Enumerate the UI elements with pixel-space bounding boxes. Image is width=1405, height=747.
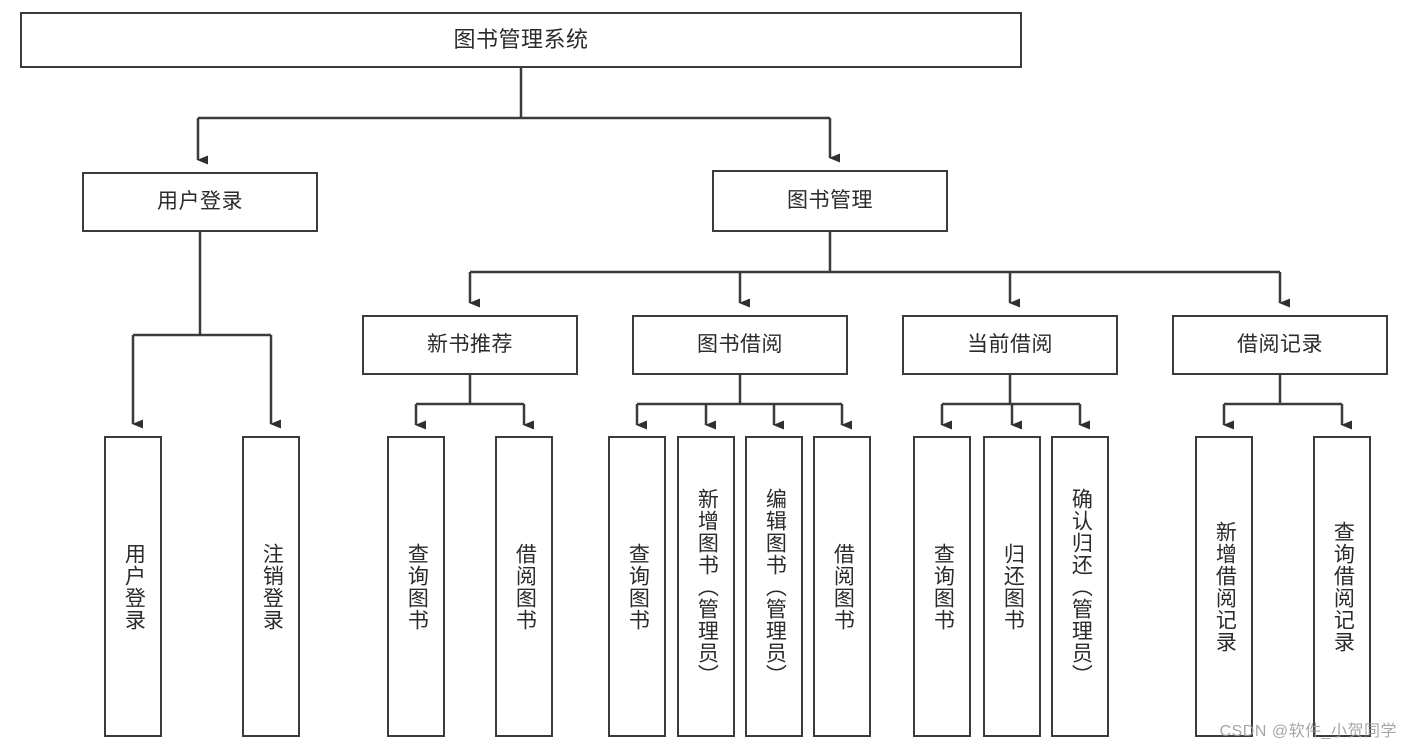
leaf-label: 新增图书（管理员）: [695, 487, 719, 686]
leaf-borrow-query-book[interactable]: 查询图书: [608, 436, 666, 737]
leaf-label: 查询图书: [626, 542, 650, 631]
leaf-current-return-book[interactable]: 归还图书: [983, 436, 1041, 737]
node-borrow-record[interactable]: 借阅记录: [1172, 315, 1388, 375]
node-root[interactable]: 图书管理系统: [20, 12, 1022, 68]
node-user-login[interactable]: 用户登录: [82, 172, 318, 232]
node-book-management-label: 图书管理: [787, 189, 873, 213]
leaf-borrow-edit-book[interactable]: 编辑图书（管理员）: [745, 436, 803, 737]
leaf-label: 编辑图书（管理员）: [763, 487, 787, 686]
leaf-record-query[interactable]: 查询借阅记录: [1313, 436, 1371, 737]
node-book-borrow[interactable]: 图书借阅: [632, 315, 848, 375]
leaf-borrow-add-book[interactable]: 新增图书（管理员）: [677, 436, 735, 737]
node-current-borrow-label: 当前借阅: [967, 333, 1053, 357]
node-borrow-record-label: 借阅记录: [1237, 333, 1323, 357]
node-new-book-recommend-label: 新书推荐: [427, 333, 513, 357]
leaf-label: 查询借阅记录: [1331, 520, 1355, 653]
node-new-book-recommend[interactable]: 新书推荐: [362, 315, 578, 375]
leaf-label: 查询图书: [931, 542, 955, 631]
leaf-label: 查询图书: [405, 542, 429, 631]
node-root-label: 图书管理系统: [453, 26, 589, 52]
watermark-text: CSDN @软件_小贺同学: [1219, 723, 1397, 740]
leaf-label: 确认归还（管理员）: [1069, 487, 1093, 686]
leaf-record-add[interactable]: 新增借阅记录: [1195, 436, 1253, 737]
node-book-management[interactable]: 图书管理: [712, 170, 948, 232]
node-book-borrow-label: 图书借阅: [697, 333, 783, 357]
leaf-label: 借阅图书: [513, 542, 537, 631]
leaf-label: 用户登录: [122, 542, 146, 631]
leaf-new-book-borrow[interactable]: 借阅图书: [495, 436, 553, 737]
leaf-user-login-signin[interactable]: 用户登录: [104, 436, 162, 737]
leaf-current-confirm-return[interactable]: 确认归还（管理员）: [1051, 436, 1109, 737]
leaf-borrow-borrow-book[interactable]: 借阅图书: [813, 436, 871, 737]
leaf-label: 新增借阅记录: [1213, 520, 1237, 653]
leaf-label: 归还图书: [1001, 542, 1025, 631]
leaf-new-book-query[interactable]: 查询图书: [387, 436, 445, 737]
leaf-user-login-signout[interactable]: 注销登录: [242, 436, 300, 737]
node-current-borrow[interactable]: 当前借阅: [902, 315, 1118, 375]
leaf-current-query-book[interactable]: 查询图书: [913, 436, 971, 737]
leaf-label: 借阅图书: [831, 542, 855, 631]
node-user-login-label: 用户登录: [157, 190, 243, 214]
leaf-label: 注销登录: [260, 542, 284, 631]
